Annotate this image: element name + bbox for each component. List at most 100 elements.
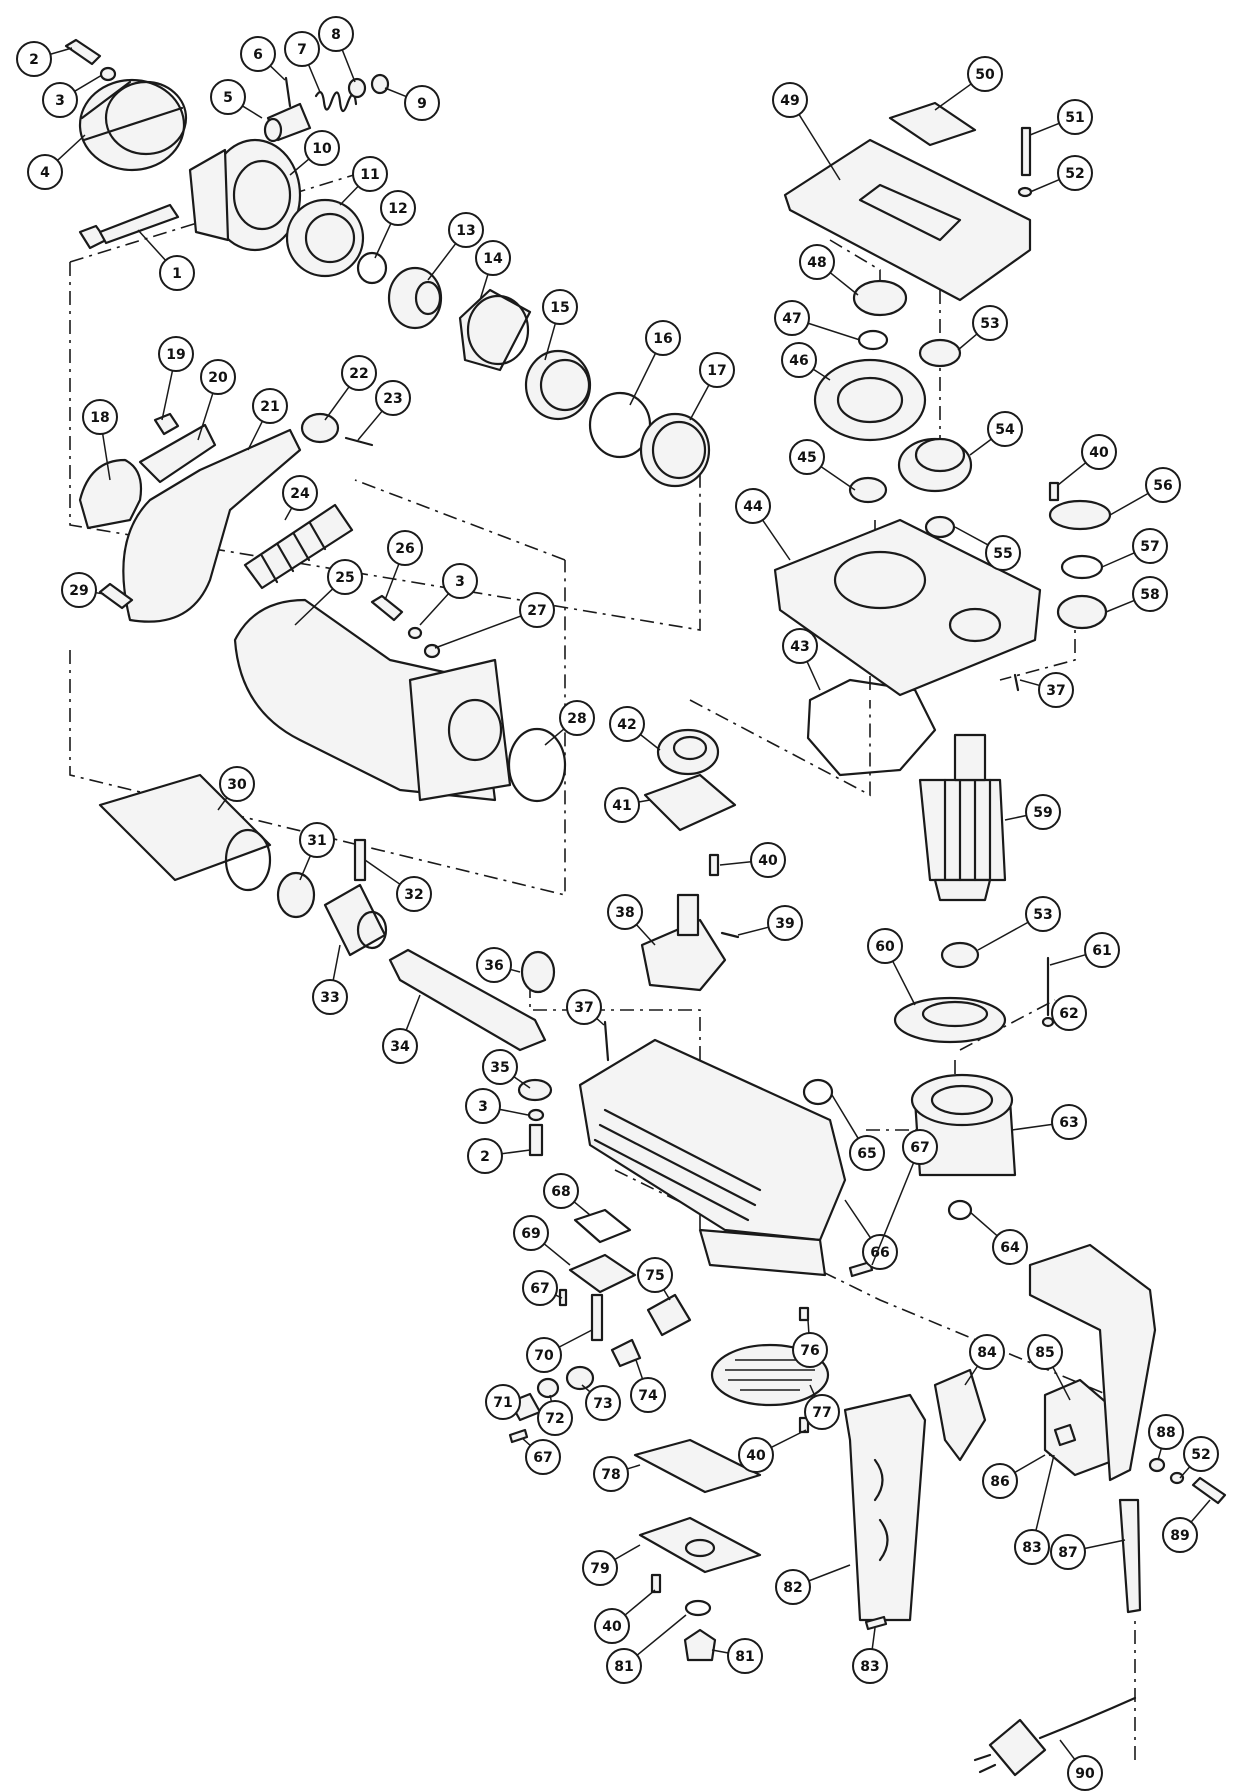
callout-bubble: [566, 989, 602, 1025]
callout-bubble: [482, 1049, 518, 1085]
callout-49: 49: [772, 82, 841, 181]
callout-bubble: [987, 411, 1023, 447]
callout-leader: [341, 49, 356, 83]
callout-leader: [95, 591, 105, 595]
callout-bubble: [774, 300, 810, 336]
callout-leader: [289, 158, 310, 176]
part-42-bearing: [656, 728, 720, 776]
callout-leader: [1035, 1454, 1055, 1531]
callout-number: 89: [1170, 1528, 1189, 1544]
callout-leader: [50, 47, 73, 55]
callout-number: 37: [1046, 683, 1065, 699]
part-65-ring: [802, 1078, 834, 1106]
callout-57: 57: [1101, 528, 1168, 568]
callout-number: 36: [484, 958, 503, 974]
callout-55: 55: [954, 526, 1021, 571]
part-78-plate: [633, 1438, 762, 1494]
callout-bubble: [396, 876, 432, 912]
callout-leader: [977, 921, 1029, 951]
part-90-power-cord: [973, 1696, 1137, 1777]
callout-leader: [969, 1211, 998, 1237]
callout-number: 6: [253, 47, 263, 63]
callout-46: 46: [781, 342, 831, 381]
callout-leader: [627, 1464, 641, 1470]
part-73-gear: [565, 1365, 595, 1391]
callout-number: 30: [227, 777, 247, 793]
callout-bubble: [1025, 896, 1061, 932]
callout-number: 63: [1059, 1115, 1078, 1131]
callout-85: 85: [1027, 1334, 1071, 1401]
callout-bubble: [27, 154, 63, 190]
callout-leader: [549, 1394, 553, 1402]
part-43-gasket: [806, 678, 937, 777]
part-20-bracket: [138, 423, 217, 484]
callout-number: 48: [807, 255, 826, 271]
callout-90: 90: [1059, 1739, 1103, 1791]
callout-leader: [1084, 1539, 1126, 1550]
part-12-o-ring: [356, 251, 388, 285]
callout-number: 18: [90, 410, 109, 426]
callout-leader: [544, 728, 565, 746]
callout-bubble: [1057, 155, 1093, 191]
callout-23: 23: [357, 380, 411, 441]
callout-leader: [364, 859, 401, 885]
part-11-bearing: [285, 198, 365, 278]
callout-bubble: [775, 1569, 811, 1605]
callout-29: 29: [61, 572, 105, 608]
callout-leader: [636, 1614, 687, 1656]
callout-6: 6: [240, 36, 286, 81]
callout-bubble: [61, 572, 97, 608]
callout-leader: [427, 243, 457, 281]
part-76-pin: [798, 1306, 810, 1322]
callout-39: 39: [737, 905, 803, 941]
callout-5: 5: [210, 79, 263, 119]
part-13-cone: [387, 266, 443, 330]
callout-number: 58: [1140, 587, 1159, 603]
callout-number: 22: [349, 366, 368, 382]
callout-number: 86: [990, 1474, 1009, 1490]
callout-leader: [770, 1429, 807, 1449]
part-69-cap: [568, 1253, 637, 1294]
part-19-nut: [153, 412, 180, 436]
callout-leader: [101, 433, 111, 481]
callout-number: 1: [172, 266, 182, 282]
callout-leader: [1052, 1366, 1071, 1401]
callout-number: 37: [574, 1000, 593, 1016]
part-2-bolt: [64, 38, 102, 66]
callout-30: 30: [217, 766, 255, 811]
part-24-grip: [243, 503, 354, 590]
callout-40: 40: [594, 1589, 656, 1644]
callout-leader: [1105, 599, 1135, 613]
callout-leader: [689, 384, 710, 421]
callout-83: 83: [1014, 1454, 1055, 1565]
part-3-washer-b: [407, 626, 423, 640]
part-67-screw-c: [508, 1428, 529, 1444]
part-37-pin-b: [1013, 673, 1020, 692]
part-14-cylinder: [458, 288, 532, 372]
callout-74: 74: [630, 1359, 666, 1413]
callout-number: 64: [1000, 1240, 1020, 1256]
callout-bubble: [476, 947, 512, 983]
part-66-main-body: [578, 1038, 847, 1277]
callout-bubble: [318, 16, 354, 52]
callout-51: 51: [1029, 99, 1093, 136]
callout-bubble: [519, 592, 555, 628]
callout-81: 81: [711, 1638, 763, 1674]
callout-leader: [284, 507, 293, 521]
callout-number: 43: [790, 639, 809, 655]
callout-bubble: [284, 31, 320, 67]
callout-leader: [510, 968, 521, 973]
callout-bubble: [781, 342, 817, 378]
callout-bubble: [789, 439, 825, 475]
callout-bubble: [782, 628, 818, 664]
callout-number: 61: [1092, 943, 1111, 959]
callout-3: 3: [465, 1088, 529, 1124]
callout-leader: [339, 185, 359, 206]
callout-bubble: [772, 82, 808, 118]
callout-leader: [242, 105, 263, 119]
part-2-bolt-b: [528, 1123, 544, 1157]
callout-bubble: [442, 563, 478, 599]
callout-leader: [820, 466, 856, 491]
